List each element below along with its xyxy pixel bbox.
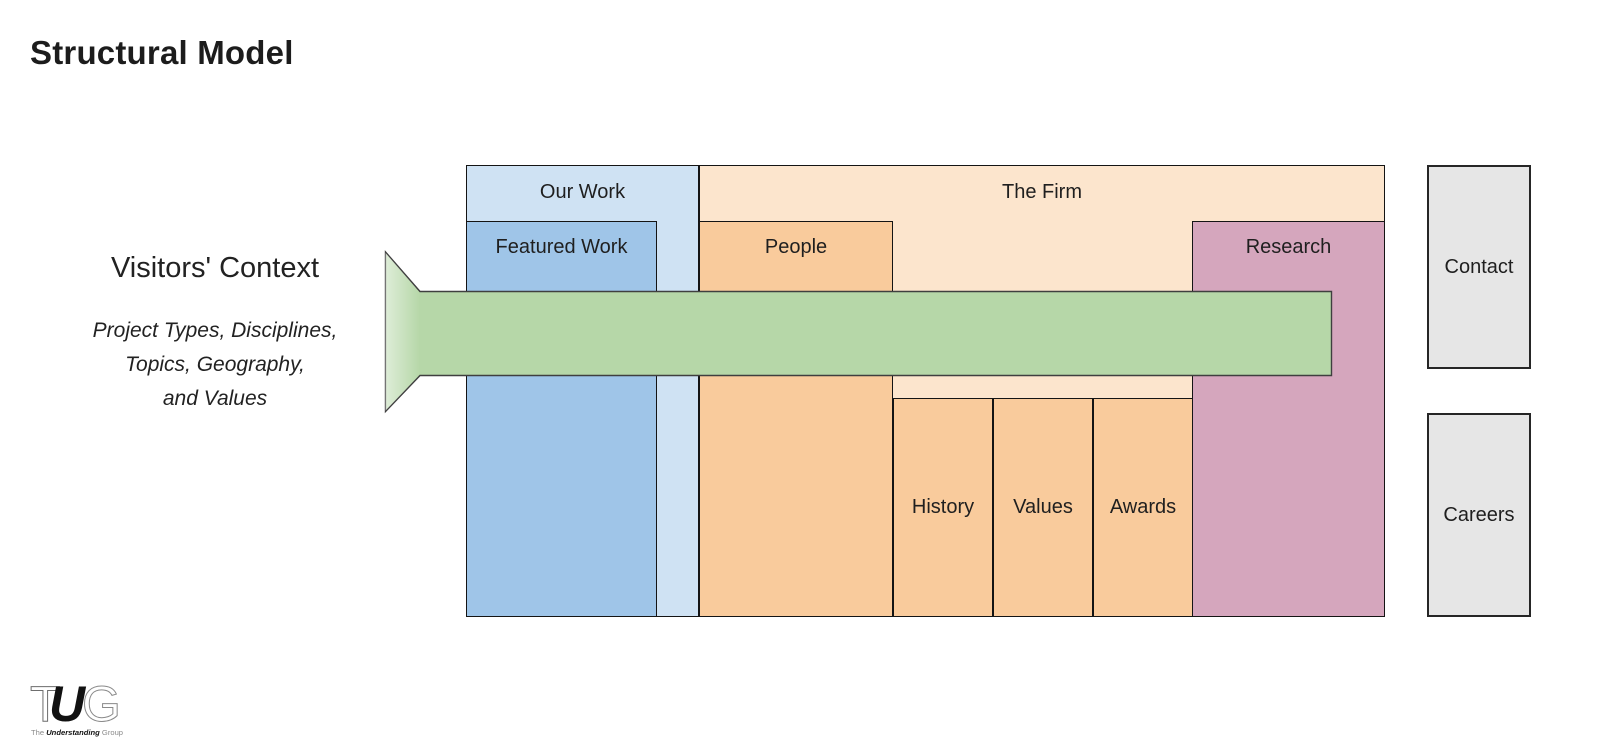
node-values: Values	[993, 398, 1093, 617]
context-line-2: Topics, Geography,	[125, 353, 305, 376]
node-contact-label: Contact	[1444, 255, 1514, 278]
logo-letter-g: G	[82, 680, 121, 732]
logo-letter-u: U	[49, 680, 87, 732]
node-people-label: People	[764, 236, 828, 258]
node-contact: Contact	[1427, 165, 1531, 369]
node-careers: Careers	[1427, 413, 1531, 617]
node-featured-work-label: Featured Work	[495, 236, 628, 258]
node-research-label: Research	[1245, 236, 1332, 258]
node-the-firm-label: The Firm	[1002, 181, 1082, 203]
flow-funnel-highlight	[385, 252, 420, 412]
node-careers-label: Careers	[1443, 503, 1515, 526]
logo-tagline-post: Group	[100, 728, 123, 737]
context-line-1: Project Types, Disciplines,	[92, 319, 338, 342]
node-values-label: Values	[1013, 496, 1073, 518]
node-awards-label: Awards	[1109, 496, 1177, 518]
logo-letter-t: T	[30, 680, 61, 732]
node-research: Research	[1192, 221, 1385, 617]
flow-funnel-edges	[385, 251, 421, 412]
node-people: People	[699, 221, 893, 617]
node-history: History	[893, 398, 993, 617]
node-history-label: History	[911, 496, 975, 518]
logo-tagline-bold: Understanding	[46, 728, 100, 737]
visitors-context-block: Visitors' Context Project Types, Discipl…	[40, 248, 390, 416]
tug-logo: T U G The Understanding Group	[30, 680, 123, 737]
context-line-3: and Values	[162, 387, 268, 410]
visitors-context-heading: Visitors' Context	[110, 252, 320, 284]
node-awards: Awards	[1093, 398, 1193, 617]
logo-tagline: The Understanding Group	[31, 728, 123, 737]
visitors-context-subtext: Project Types, Disciplines, Topics, Geog…	[40, 314, 390, 416]
page-title: Structural Model	[30, 34, 294, 71]
node-featured-work: Featured Work	[466, 221, 657, 617]
node-our-work-label: Our Work	[539, 181, 626, 203]
logo-tagline-pre: The	[31, 728, 46, 737]
